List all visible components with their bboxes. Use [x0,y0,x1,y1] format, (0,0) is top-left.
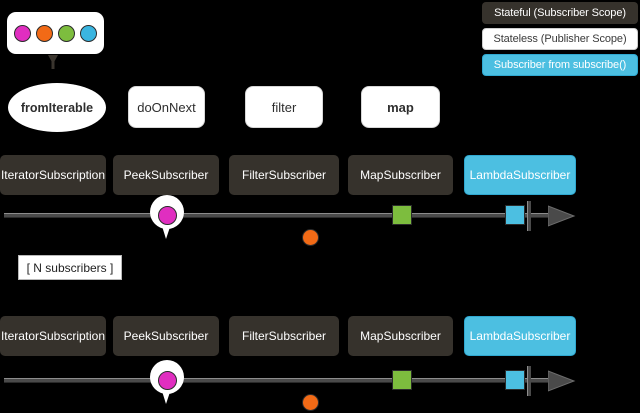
subscriber-mapsubscriber-1[interactable]: MapSubscriber [348,155,453,195]
marble-magenta-on-line [158,206,177,225]
marble-blue-square [505,205,525,225]
subscriber-lambdasubscriber-1[interactable]: LambdaSubscriber [464,155,576,195]
marble-orange-icon [36,24,53,42]
timeline-arrowhead-icon [548,370,576,392]
subscriber-label: MapSubscriber [360,168,441,182]
n-subscribers-badge: [ N subscribers ] [18,255,122,280]
subscriber-label: FilterSubscriber [241,168,327,182]
subscriber-lambdasubscriber-2[interactable]: LambdaSubscriber [464,316,576,356]
operator-doonnext[interactable]: doOnNext [128,86,205,128]
n-subscribers-label: [ N subscribers ] [26,260,114,275]
subscriber-label: IteratorSubscription [0,168,106,182]
marble-blue-icon [80,24,97,42]
timeline-line [4,378,552,383]
subscriber-label: MapSubscriber [360,329,441,343]
subscriber-label: PeekSubscriber [123,329,209,343]
timeline-line [4,213,552,218]
subscriber-label: LambdaSubscriber [469,168,571,182]
completion-bar-icon [527,201,531,231]
emission-arrow-icon [48,55,58,69]
operator-label-map: map [387,99,414,115]
operator-label-filter: filter [271,99,297,115]
marble-magenta-on-line [158,371,177,390]
subscriber-chain-row-2: IteratorSubscription PeekSubscriber Filt… [0,316,640,356]
marble-timeline-2 [0,360,640,411]
marble-green-square [392,205,412,225]
legend-item-subscriber: Subscriber from subscribe() [482,54,638,76]
legend-label-stateless: Stateless (Publisher Scope) [493,33,627,45]
subscriber-peeksubscriber-2[interactable]: PeekSubscriber [113,316,219,356]
marble-magenta-icon [14,24,31,42]
operator-map[interactable]: map [361,86,440,128]
marble-timeline-1 [0,195,640,246]
operator-label-doonnext: doOnNext [137,99,196,115]
timeline-arrowhead-icon [548,205,576,227]
subscriber-mapsubscriber-2[interactable]: MapSubscriber [348,316,453,356]
legend: Stateful (Subscriber Scope) Stateless (P… [482,2,638,80]
operator-label-fromiterable: fromIterable [20,100,94,115]
legend-label-subscriber: Subscriber from subscribe() [493,59,627,71]
marble-blue-square [505,370,525,390]
subscriber-chain-row-1: IteratorSubscription PeekSubscriber Filt… [0,155,640,195]
operator-fromiterable[interactable]: fromIterable [8,83,106,132]
subscriber-iteratorsubscription-1[interactable]: IteratorSubscription [0,155,106,195]
marble-green-icon [58,24,75,42]
operator-filter[interactable]: filter [245,86,323,128]
source-emission-box [7,12,104,54]
subscriber-peeksubscriber-1[interactable]: PeekSubscriber [113,155,219,195]
subscriber-label: PeekSubscriber [123,168,209,182]
marble-orange-dropped [302,394,319,411]
legend-item-stateless: Stateless (Publisher Scope) [482,28,638,50]
subscriber-label: FilterSubscriber [241,329,327,343]
marble-green-square [392,370,412,390]
completion-bar-icon [527,366,531,396]
subscriber-iteratorsubscription-2[interactable]: IteratorSubscription [0,316,106,356]
subscriber-label: LambdaSubscriber [469,329,571,343]
subscriber-filtersubscriber-1[interactable]: FilterSubscriber [229,155,339,195]
legend-item-stateful: Stateful (Subscriber Scope) [482,2,638,24]
marble-orange-dropped [302,229,319,246]
subscriber-filtersubscriber-2[interactable]: FilterSubscriber [229,316,339,356]
subscriber-label: IteratorSubscription [0,329,106,343]
legend-label-stateful: Stateful (Subscriber Scope) [494,7,626,19]
